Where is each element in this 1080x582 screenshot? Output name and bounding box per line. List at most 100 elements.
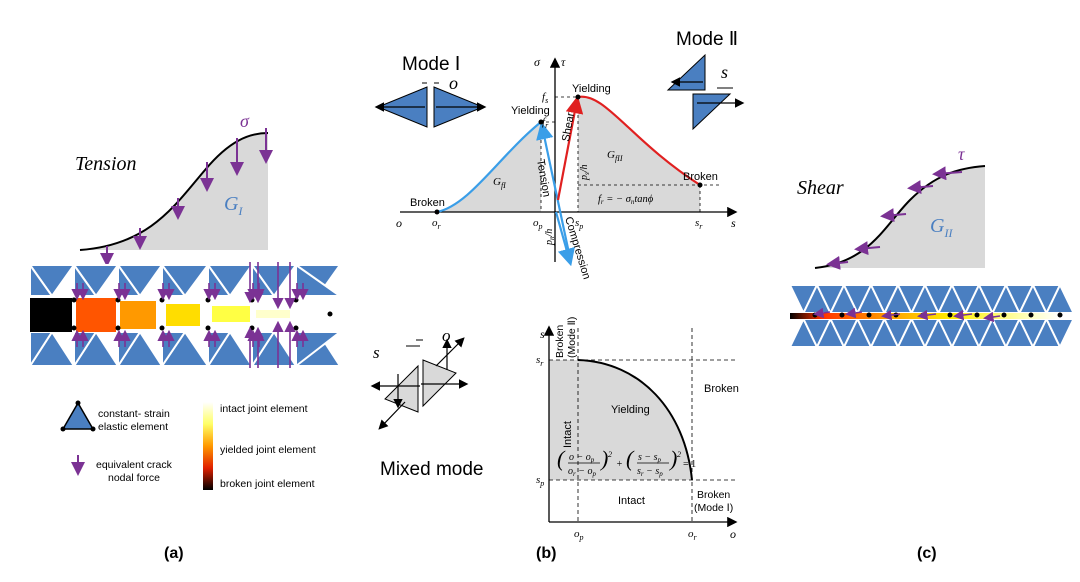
bottom-or-label: or [688, 528, 698, 542]
mixed-s-symbol: s [373, 343, 380, 362]
shear-nodal-force-arrow [845, 307, 863, 319]
yield-envelope-curve [577, 359, 693, 481]
bottom-sp-label: sp [536, 474, 544, 488]
compression-line [554, 211, 575, 267]
svg-text:2: 2 [677, 450, 681, 459]
tau-axis-label: τ [561, 55, 566, 69]
shear-rot-label: Shear [560, 111, 577, 142]
area-GII-label: GII [930, 215, 953, 240]
mode1-energy-area [437, 122, 541, 212]
node [866, 312, 872, 318]
shear-energy-area [815, 166, 985, 268]
tension-energy-area [80, 133, 268, 250]
panel-a: Tension σ GI constant- strain elastic el… [28, 111, 344, 562]
panel-c-label: (c) [917, 545, 937, 562]
legend-broken: broken joint element [220, 478, 315, 490]
tension-line [536, 121, 572, 259]
GfII-label: GfII [607, 149, 623, 163]
elastic-element [29, 261, 54, 297]
legend-force-line2: nodal force [108, 472, 160, 484]
shear-nodal-force-arrow [881, 309, 901, 321]
shear-label: Shear [797, 177, 844, 199]
mixed-mode-icon: s o [370, 326, 469, 430]
node [293, 297, 299, 303]
legend-elastic-element-icon [61, 401, 95, 430]
yielding-label: Yielding [611, 404, 650, 416]
node [839, 312, 845, 318]
sigma-label: σ [240, 111, 250, 131]
tension-element-row [28, 261, 344, 370]
broken-left-label: Broken [410, 197, 445, 209]
node [293, 325, 299, 331]
mode1-icon: o [374, 73, 487, 128]
svg-text:(: ( [626, 446, 635, 471]
mode2-icon: s [666, 53, 745, 131]
shear-nodal-force-arrow [953, 309, 973, 321]
broken-joint-element [30, 298, 72, 332]
o-axis-label: o [396, 216, 402, 230]
bottom-s-axis-label: s [540, 327, 545, 341]
yielded-joint-element-4 [212, 306, 250, 322]
tension-curve [79, 132, 269, 251]
broken-mode1-line1: Broken [697, 489, 730, 501]
node [71, 297, 77, 303]
fs-label: fs [542, 91, 548, 105]
mode1-o-symbol: o [449, 73, 458, 93]
shear-element-row [788, 282, 1076, 350]
shear-nodal-force-arrow [983, 311, 1001, 323]
panel-b-bottom: Mixed mode s o s o sr sp op [370, 317, 739, 562]
mixed-o-symbol: o [442, 326, 451, 345]
svg-text:+: + [616, 459, 623, 470]
legend-intact: intact joint element [220, 403, 308, 415]
broken-mode2-line1: Broken [554, 325, 566, 358]
mode2-title: Mode Ⅱ [676, 29, 738, 50]
fr-label: fr [542, 116, 549, 130]
s-axis-label: s [731, 216, 736, 230]
node [205, 325, 211, 331]
broken-mode2-line2: (Mode Ⅱ) [566, 317, 578, 358]
node [327, 311, 333, 317]
yielded-joint-element-3 [166, 304, 200, 326]
broken-mode1-line2: (Mode Ⅰ) [694, 502, 733, 514]
legend-force-line1: equivalent crack [96, 459, 173, 471]
tension-force-arrows [100, 128, 273, 267]
panel-b-top: Yielding Yielding Broken Broken σ τ o s … [374, 29, 745, 281]
shear-curve [814, 165, 986, 269]
mode1-curve [436, 121, 542, 214]
mode2-energy-area [578, 96, 700, 212]
intact-left-label: Intact [562, 421, 574, 448]
legend-heat-bar [203, 402, 213, 490]
legend-a: constant- strain elastic element equival… [60, 400, 316, 490]
node [159, 297, 165, 303]
svg-text:or − op: or − op [568, 466, 596, 478]
mode2-s-symbol: s [721, 62, 728, 82]
broken-right-label-bottom: Broken [704, 383, 739, 395]
node [1028, 312, 1034, 318]
bottom-sr-label: sr [536, 354, 544, 368]
intact-joint-element [256, 310, 290, 318]
mode1-title: Mode Ⅰ [402, 54, 460, 75]
shear-nodal-force-arrow [917, 309, 937, 321]
sr-label: sr [695, 217, 703, 231]
node [974, 312, 980, 318]
panel-a-label: (a) [164, 545, 184, 562]
tau-label: τ [958, 144, 965, 164]
legend-elastic-line1: constant- strain [98, 408, 170, 420]
bottom-o-axis-label: o [730, 527, 736, 541]
tension-label: Tension [75, 153, 137, 175]
GfI-label: GfI [493, 176, 506, 190]
area-GI-label: GI [224, 193, 243, 218]
panel-b-label: (b) [536, 545, 556, 562]
svg-text:sr − sp: sr − sp [637, 466, 663, 478]
node [115, 325, 121, 331]
pn-h-label: pn/h [544, 229, 556, 246]
svg-text:(: ( [557, 446, 566, 471]
formula-equals-one: = 1 [683, 459, 696, 470]
yielding-region [549, 360, 692, 480]
node [1057, 312, 1063, 318]
fr-formula: fr = − σntanϕ [598, 194, 654, 206]
svg-text:): ) [668, 446, 677, 471]
node [249, 325, 255, 331]
yielded-joint-element-1 [76, 298, 116, 332]
node [71, 325, 77, 331]
